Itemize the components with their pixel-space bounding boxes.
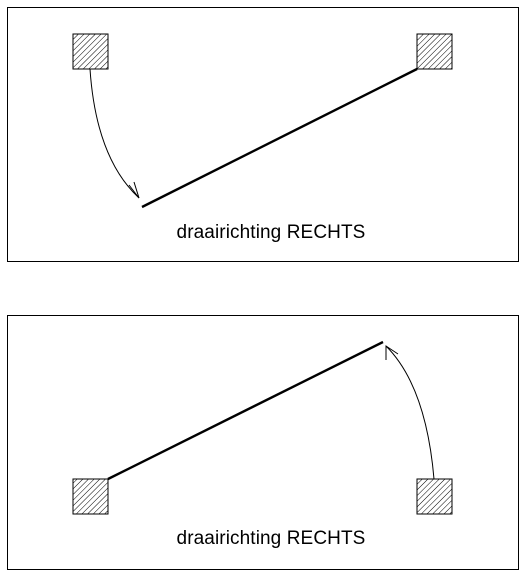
door-leaf-line [107,340,384,481]
diagram-panel-top: draairichting RECHTS [7,7,519,262]
rotation-arrowhead-icon [385,345,399,360]
door-leaf-line [141,67,418,209]
door-diagram-top [72,33,453,209]
hinge-square-left [72,478,109,515]
rotation-arrowhead-icon [128,181,140,199]
rotation-arc [385,345,435,480]
hinge-square-left [72,33,109,70]
diagram-caption-top: draairichting RECHTS [176,222,366,243]
hinge-square-right [416,33,453,70]
door-diagram-bottom [72,340,453,515]
rotation-arc [89,68,140,199]
diagram-caption-bottom: draairichting RECHTS [176,528,366,549]
hinge-square-right [416,478,453,515]
diagram-panel-bottom: draairichting RECHTS [7,315,519,570]
